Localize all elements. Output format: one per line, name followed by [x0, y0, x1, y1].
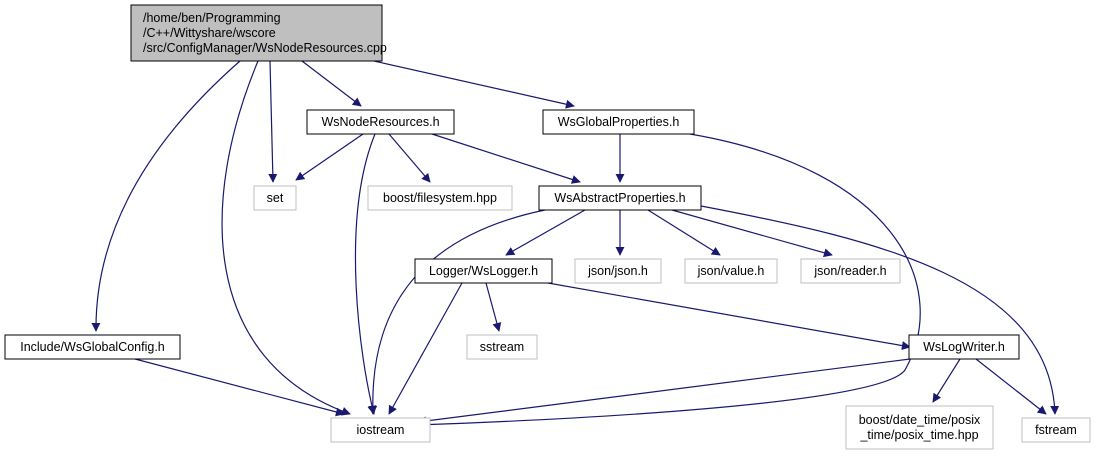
node-box-boostfs: [367, 185, 513, 211]
node-label-jsonreader: json/reader.h: [813, 264, 886, 278]
node-box-jsonreader: [800, 258, 901, 284]
node-iostream: iostream: [330, 417, 431, 443]
edge-wsabstractproperties-to-jsonvalue: [647, 209, 721, 256]
node-label-wslogger: Logger/WsLogger.h: [429, 264, 538, 278]
nodes-layer: /home/ben/Programming/C++/Wittyshare/wsc…: [4, 4, 1091, 450]
edge-root-to-iostream: [221, 60, 351, 416]
node-label-root-line-2: /C++/Wittyshare/wscore: [143, 26, 276, 40]
edge-wsglobalconfig-to-iostream: [134, 358, 345, 417]
node-box-wsglobalconfig: [4, 334, 181, 360]
edge-wslogwriter-to-posixtime: [932, 358, 961, 403]
node-label-set: set: [267, 191, 284, 205]
edge-wsabstractproperties-to-wslogger: [505, 209, 586, 256]
edge-wslogger-to-iostream: [388, 282, 463, 415]
node-box-root: [130, 4, 383, 62]
node-label-root-line-3: /src/ConfigManager/WsNodeResources.cpp: [143, 41, 387, 55]
node-box-posixtime: [845, 405, 994, 450]
edge-wsnoderesources-to-set: [295, 133, 364, 181]
node-box-wsglobalproperties: [542, 109, 695, 135]
node-box-wsnoderesources: [306, 109, 455, 135]
edge-root-to-wsglobalconfig: [91, 60, 241, 332]
edge-root-to-wsnoderesources: [301, 60, 362, 107]
node-wsglobalconfig[interactable]: Include/WsGlobalConfig.h: [4, 334, 181, 360]
node-wslogwriter[interactable]: WsLogWriter.h: [908, 334, 1020, 360]
node-fstream: fstream: [1021, 417, 1091, 443]
node-sstream: sstream: [466, 334, 538, 360]
edge-wsabstractproperties-to-fstream: [700, 205, 1060, 415]
edge-wslogwriter-to-iostream: [417, 358, 911, 426]
edge-wsnoderesources-to-iostream: [354, 133, 377, 415]
node-box-fstream: [1021, 417, 1091, 443]
edge-root-to-wsglobalproperties: [373, 60, 575, 109]
node-box-wslogger: [414, 258, 553, 284]
node-set: set: [253, 185, 297, 211]
edge-wsabstractproperties-to-jsonreader: [671, 209, 833, 258]
node-posixtime: boost/date_time/posix_time/posix_time.hp…: [845, 405, 994, 450]
edge-wslogwriter-to-fstream: [975, 358, 1047, 415]
node-wsabstractproperties[interactable]: WsAbstractProperties.h: [538, 185, 702, 211]
edge-wsnoderesources-to-boostfs: [388, 133, 431, 183]
node-label-sstream: sstream: [480, 340, 524, 354]
node-box-wsabstractproperties: [538, 185, 702, 211]
node-label-wsglobalproperties: WsGlobalProperties.h: [558, 115, 680, 129]
node-box-wslogwriter: [908, 334, 1020, 360]
node-label-iostream: iostream: [357, 423, 405, 437]
node-box-sstream: [466, 334, 538, 360]
node-box-jsonjson: [574, 258, 662, 284]
node-label-jsonjson: json/json.h: [587, 264, 648, 278]
node-box-jsonvalue: [684, 258, 778, 284]
node-label-fstream: fstream: [1035, 423, 1077, 437]
edge-wslogger-to-wslogwriter: [547, 282, 911, 351]
node-wsglobalproperties[interactable]: WsGlobalProperties.h: [542, 109, 695, 135]
node-label-posixtime-line-1: boost/date_time/posix: [859, 413, 981, 427]
node-wslogger[interactable]: Logger/WsLogger.h: [414, 258, 553, 284]
node-boostfs: boost/filesystem.hpp: [367, 185, 513, 211]
node-label-jsonvalue: json/value.h: [697, 264, 765, 278]
node-jsonvalue: json/value.h: [684, 258, 778, 284]
node-root[interactable]: /home/ben/Programming/C++/Wittyshare/wsc…: [130, 4, 387, 62]
node-label-wslogwriter: WsLogWriter.h: [923, 340, 1005, 354]
node-label-wsglobalconfig: Include/WsGlobalConfig.h: [20, 340, 165, 354]
edge-wsglobalproperties-to-iostream: [415, 133, 921, 430]
node-box-set: [253, 185, 297, 211]
node-box-iostream: [330, 417, 431, 443]
edge-wsnoderesources-to-wsabstractproperties: [431, 133, 581, 184]
node-label-posixtime-line-2: _time/posix_time.hpp: [859, 428, 978, 442]
edge-wsabstractproperties-to-iostream: [368, 209, 546, 415]
node-jsonreader: json/reader.h: [800, 258, 901, 284]
edge-wslogger-to-sstream: [485, 282, 502, 332]
node-label-wsabstractproperties: WsAbstractProperties.h: [554, 191, 685, 205]
node-wsnoderesources[interactable]: WsNodeResources.h: [306, 109, 455, 135]
edges-layer: [91, 60, 1060, 430]
node-label-root-line-1: /home/ben/Programming: [143, 11, 281, 25]
node-jsonjson: json/json.h: [574, 258, 662, 284]
node-label-wsnoderesources: WsNodeResources.h: [321, 115, 439, 129]
edge-root-to-set: [268, 60, 278, 183]
node-label-boostfs: boost/filesystem.hpp: [383, 191, 497, 205]
